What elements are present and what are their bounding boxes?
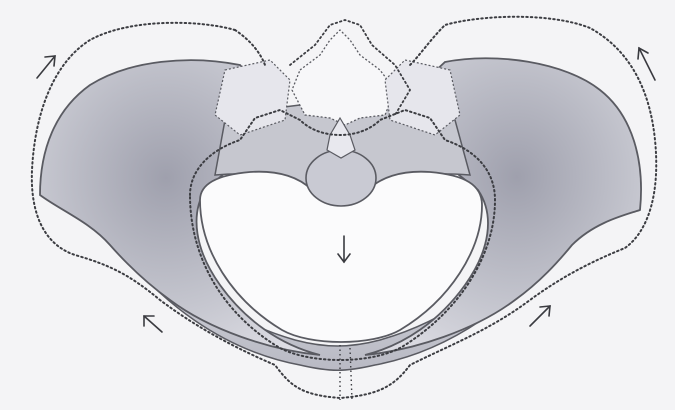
pelvis-diagram <box>0 0 675 410</box>
